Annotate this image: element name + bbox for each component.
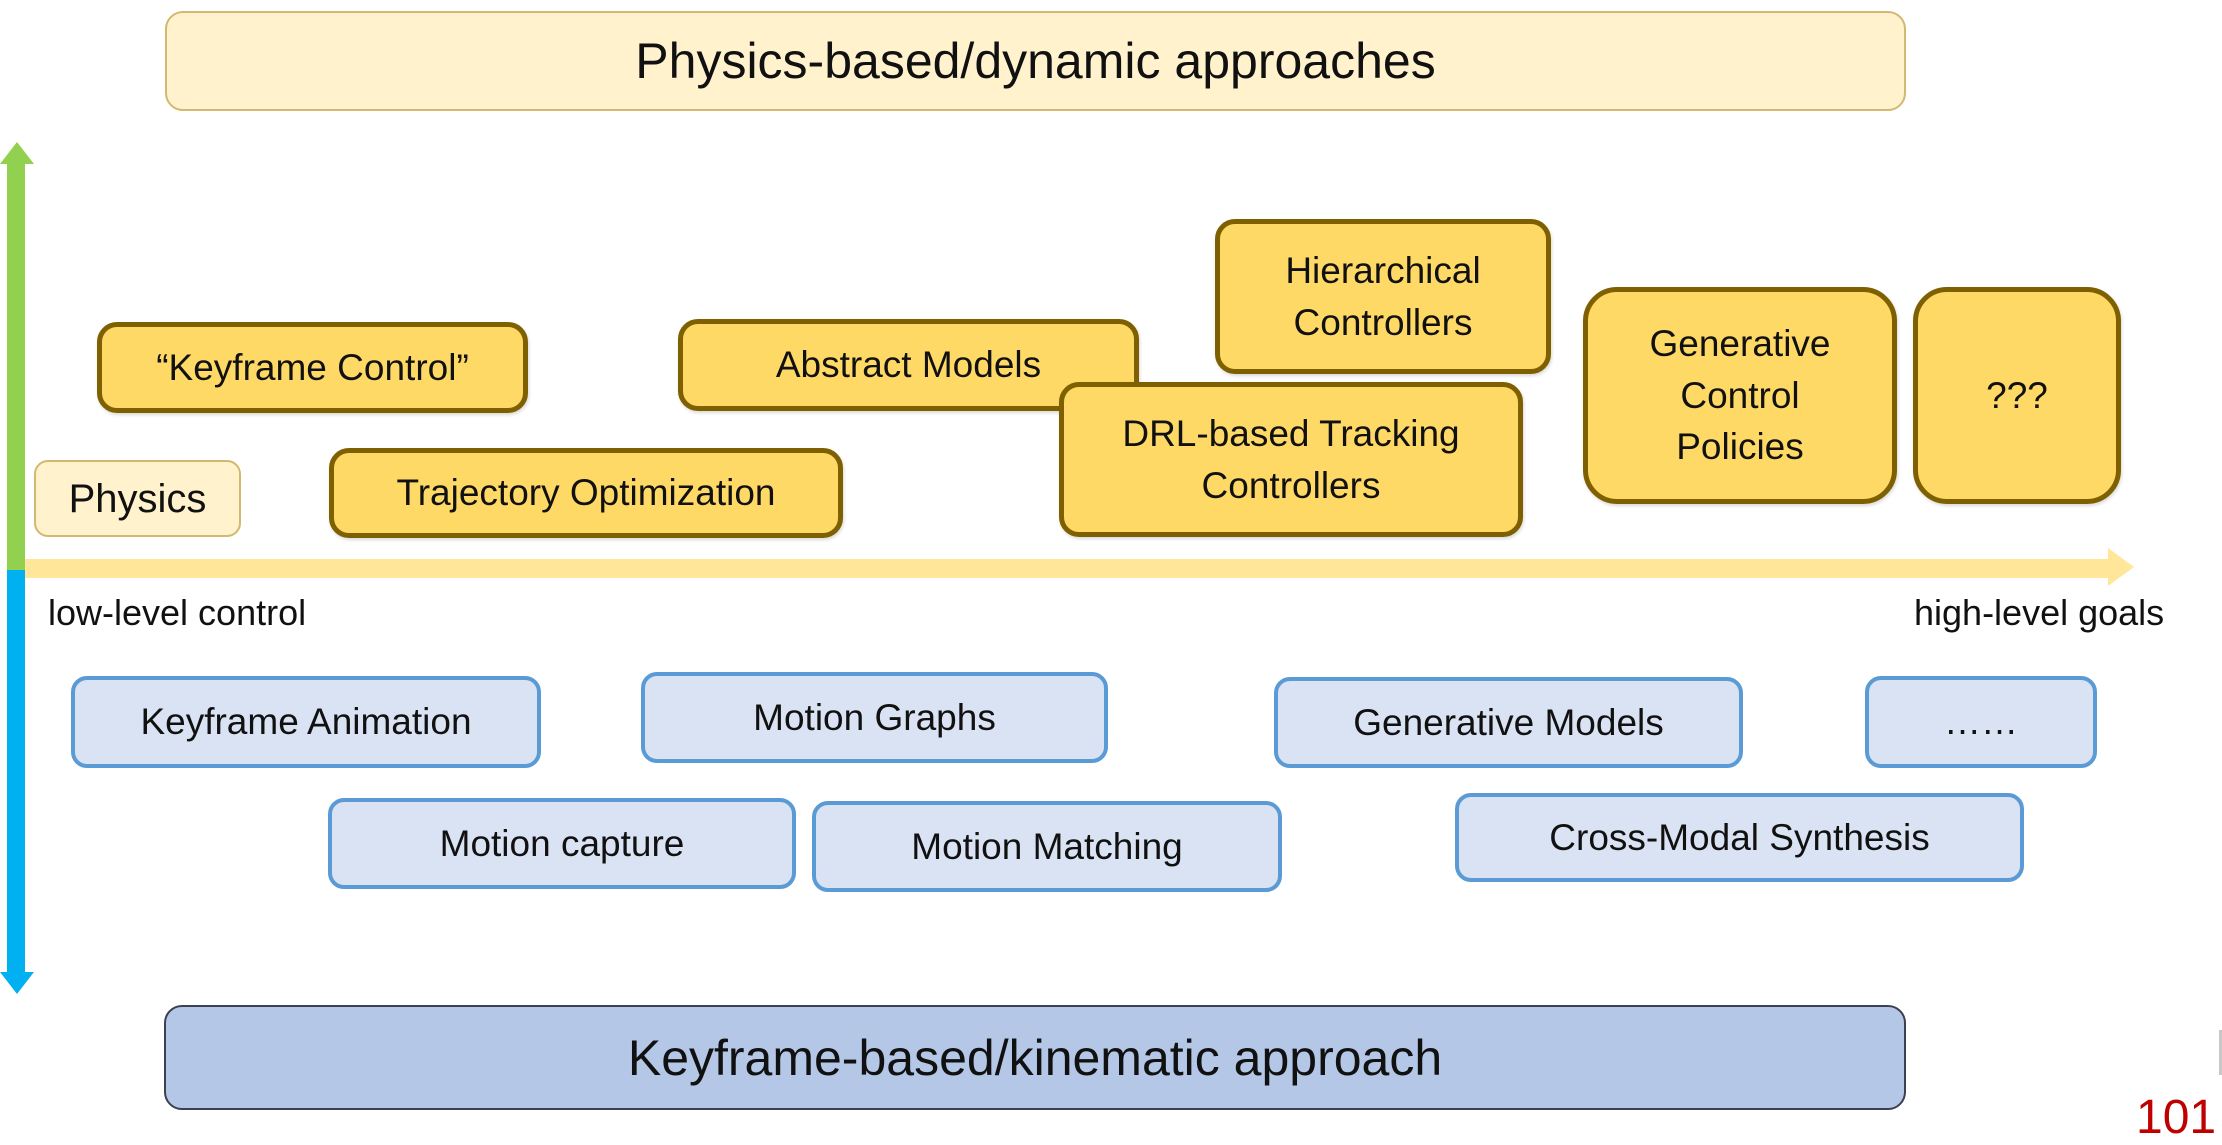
- method-motion-graphs-label: Motion Graphs: [753, 696, 996, 738]
- method-motion-capture-label: Motion capture: [439, 822, 685, 864]
- arrow-right-icon: [2108, 548, 2134, 586]
- method-generative-control-policies-line3: Policies: [1676, 426, 1804, 468]
- method-generative-models: Generative Models: [1274, 677, 1743, 768]
- method-keyframe-control-label: “Keyframe Control”: [156, 346, 469, 388]
- keyframe-based-approach-title: Keyframe-based/kinematic approach: [627, 1029, 1443, 1086]
- method-physics: Physics: [34, 460, 241, 537]
- arrow-up-icon: [0, 142, 34, 164]
- method-more: ……: [1865, 676, 2097, 768]
- method-drl-tracking-controllers-line1: DRL-based Tracking: [1122, 412, 1460, 454]
- method-keyframe-control: “Keyframe Control”: [97, 322, 528, 413]
- edge-divider: [2219, 1030, 2222, 1075]
- vertical-axis-down-shaft: [7, 570, 25, 976]
- method-trajectory-optimization: Trajectory Optimization: [329, 448, 843, 538]
- method-keyframe-animation-label: Keyframe Animation: [140, 701, 472, 743]
- method-drl-tracking-controllers: DRL-based Tracking Controllers: [1059, 382, 1523, 537]
- method-hierarchical-controllers-line1: Hierarchical: [1285, 249, 1481, 291]
- arrow-down-icon: [0, 972, 34, 994]
- page-number: 101: [2136, 1091, 2217, 1144]
- method-generative-control-policies-line2: Control: [1680, 374, 1800, 416]
- keyframe-based-approach-banner: Keyframe-based/kinematic approach: [164, 1005, 1906, 1110]
- method-hierarchical-controllers: Hierarchical Controllers: [1215, 219, 1551, 374]
- physics-based-approaches-title: Physics-based/dynamic approaches: [635, 33, 1436, 89]
- method-motion-matching-label: Motion Matching: [911, 825, 1183, 867]
- method-drl-tracking-controllers-line2: Controllers: [1201, 464, 1381, 506]
- method-motion-capture: Motion capture: [328, 798, 796, 889]
- method-hierarchical-controllers-line2: Controllers: [1293, 301, 1473, 343]
- method-unknown-label: ???: [1986, 374, 2048, 416]
- method-cross-modal-synthesis: Cross-Modal Synthesis: [1455, 793, 2024, 882]
- method-cross-modal-synthesis-label: Cross-Modal Synthesis: [1549, 816, 1930, 858]
- method-abstract-models: Abstract Models: [678, 319, 1139, 411]
- low-level-control-label: low-level control: [48, 592, 307, 633]
- method-more-label: ……: [1944, 701, 2018, 743]
- method-motion-graphs: Motion Graphs: [641, 672, 1108, 763]
- horizontal-axis-shaft: [25, 559, 2111, 578]
- method-keyframe-animation: Keyframe Animation: [71, 676, 541, 768]
- method-unknown: ???: [1913, 287, 2121, 504]
- method-physics-label: Physics: [68, 476, 207, 521]
- high-level-goals-label: high-level goals: [1914, 592, 2165, 633]
- method-generative-control-policies: Generative Control Policies: [1583, 287, 1897, 504]
- physics-based-approaches-banner: Physics-based/dynamic approaches: [165, 11, 1906, 111]
- method-motion-matching: Motion Matching: [812, 801, 1282, 892]
- method-abstract-models-label: Abstract Models: [775, 344, 1042, 386]
- method-generative-control-policies-line1: Generative: [1649, 322, 1831, 364]
- method-trajectory-optimization-label: Trajectory Optimization: [396, 472, 776, 514]
- vertical-axis-up-shaft: [7, 160, 25, 570]
- method-generative-models-label: Generative Models: [1353, 701, 1664, 743]
